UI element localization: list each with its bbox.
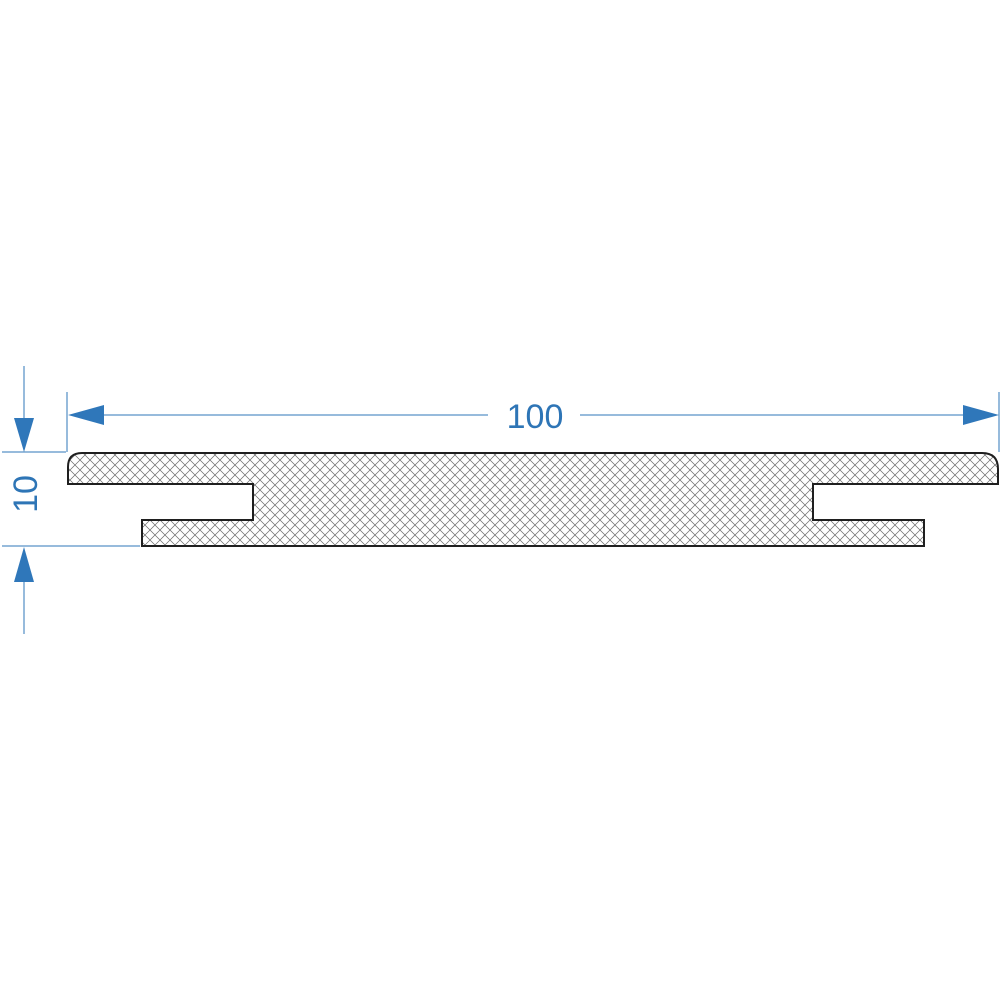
board-profile-section bbox=[67, 452, 999, 547]
height-dimension-label: 10 bbox=[7, 475, 45, 513]
height-arrow-bottom-icon bbox=[14, 547, 34, 582]
height-dimension: 10 bbox=[2, 366, 140, 634]
width-arrow-left-icon bbox=[68, 405, 104, 425]
width-dimension: 100 bbox=[66, 392, 1000, 452]
height-arrow-top-icon bbox=[14, 418, 34, 452]
width-dimension-label: 100 bbox=[507, 398, 564, 436]
width-arrow-right-icon bbox=[963, 405, 999, 425]
